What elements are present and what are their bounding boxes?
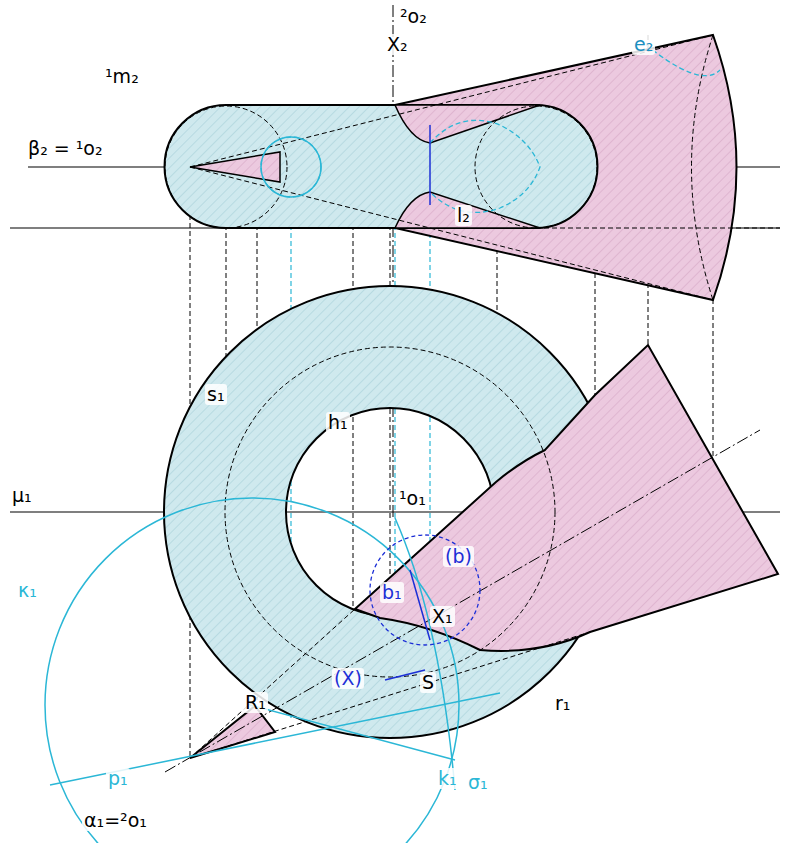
point-label: R₁: [243, 692, 268, 713]
point-label: κ₁: [16, 580, 39, 601]
point-label: r₁: [553, 693, 572, 714]
point-label: X₁: [430, 606, 455, 627]
point-label: (X): [332, 668, 364, 689]
point-label: σ₁: [466, 772, 490, 793]
point-label: ¹m₂: [103, 66, 141, 87]
point-label: S: [420, 672, 436, 693]
point-label: ¹o₁: [397, 488, 428, 509]
point-label: X₂: [385, 34, 410, 55]
point-label: β₂ = ¹o₂: [26, 138, 105, 159]
point-label: b₁: [380, 582, 404, 603]
point-label: α₁=²o₁: [82, 810, 149, 831]
point-label: l₂: [455, 205, 472, 226]
point-label: ²o₂: [398, 6, 429, 27]
point-label: e₂: [632, 34, 655, 55]
point-label: μ₁: [10, 485, 34, 506]
point-label: (b): [443, 546, 474, 567]
point-label: s₁: [205, 384, 227, 405]
point-label: k₁: [436, 768, 459, 789]
point-label: h₁: [326, 412, 350, 433]
point-label: p₁: [106, 768, 130, 789]
